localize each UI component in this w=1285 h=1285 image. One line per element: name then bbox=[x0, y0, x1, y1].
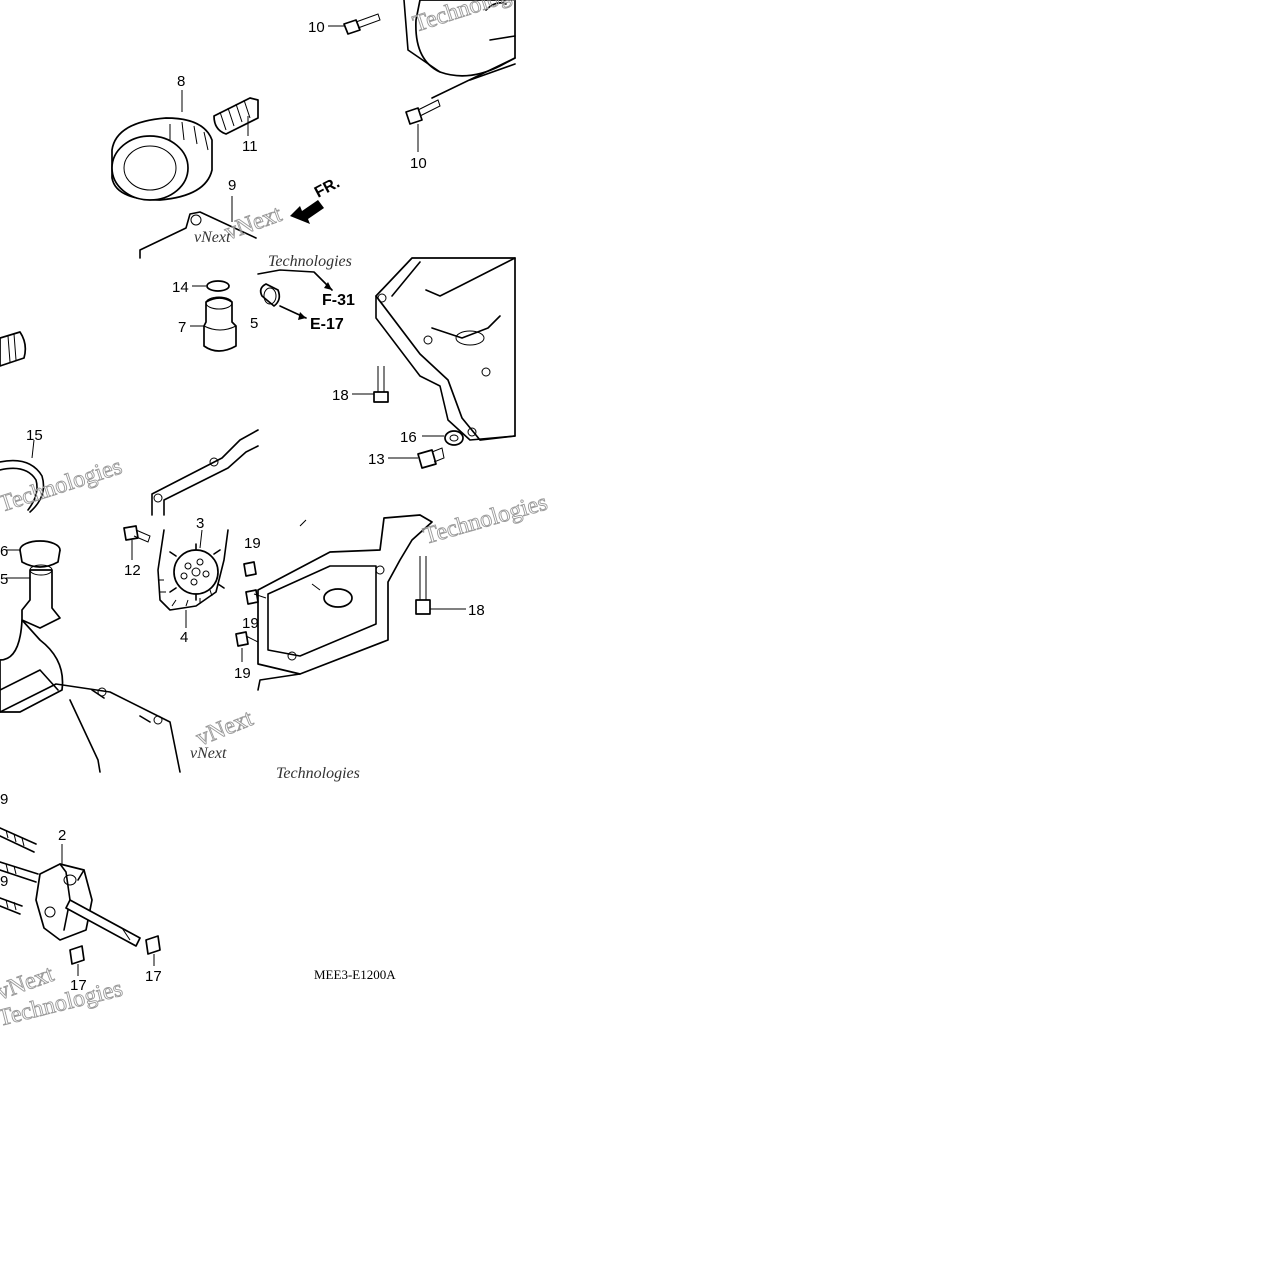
bolt bbox=[343, 13, 381, 35]
bolt bbox=[415, 556, 431, 615]
callout-14: 14 bbox=[172, 279, 189, 296]
panel-lower-left: 6 5 12 3 4 vNext vNext bbox=[0, 515, 257, 773]
callout-2: 2 bbox=[58, 827, 66, 844]
front-label: FR. bbox=[312, 174, 343, 201]
panel-bottom: 9 2 9 17 17 MEE3-E1200A vNext Technologi… bbox=[0, 791, 396, 1032]
callout-18-lower: 18 bbox=[468, 602, 485, 619]
reference-f31: F-31 bbox=[322, 292, 355, 309]
oil-jet bbox=[203, 296, 237, 352]
panel-middle-left: 14 7 15 Technologies bbox=[0, 279, 259, 518]
callout-11: 11 bbox=[242, 138, 258, 155]
o-ring bbox=[206, 280, 230, 292]
callout-4: 4 bbox=[180, 629, 188, 646]
callout-7: 7 bbox=[178, 319, 186, 336]
oil-strainer bbox=[0, 564, 64, 713]
panel-middle-right: F-31 E-17 5 18 bbox=[250, 253, 516, 469]
callout-3: 3 bbox=[196, 515, 204, 532]
bolt bbox=[123, 525, 151, 543]
callout-15: 15 bbox=[26, 427, 43, 444]
stud bbox=[213, 97, 259, 135]
callout-17-left: 17 bbox=[70, 977, 87, 994]
callout-9-fragment-upper: 9 bbox=[0, 791, 8, 808]
callout-10-lower: 10 bbox=[410, 155, 427, 172]
callout-19-fragment: 19 bbox=[244, 535, 261, 552]
panel-lower-right: 19 19 19 18 Technologies Technologies bbox=[234, 489, 551, 782]
dowel-pin bbox=[145, 935, 161, 955]
callout-19-lower: 19 bbox=[234, 665, 251, 682]
oil-filter bbox=[111, 117, 213, 201]
watermark-brand: vNext bbox=[221, 201, 285, 246]
front-arrow-icon bbox=[290, 200, 324, 224]
callout-13: 13 bbox=[368, 451, 385, 468]
bolt bbox=[235, 561, 267, 647]
drain-bolt bbox=[417, 447, 445, 469]
callout-5: 5 bbox=[0, 571, 8, 588]
dowel-pin bbox=[69, 945, 85, 965]
oil-pan-cover bbox=[257, 514, 433, 691]
oil-pan bbox=[375, 257, 516, 441]
callout-10-upper: 10 bbox=[308, 19, 325, 36]
callout-12: 12 bbox=[124, 562, 141, 579]
oil-pump bbox=[35, 863, 93, 941]
callout-8: 8 bbox=[177, 73, 185, 90]
drawing-code: MEE3-E1200A bbox=[314, 967, 396, 982]
sprocket bbox=[169, 543, 225, 601]
callout-5-fragment: 5 bbox=[250, 315, 258, 332]
reference-e17: E-17 bbox=[310, 316, 344, 333]
callout-18-upper: 18 bbox=[332, 387, 349, 404]
callout-9-fragment-lower: 9 bbox=[0, 873, 8, 890]
callout-19-middle: 19 bbox=[242, 615, 259, 632]
callout-16: 16 bbox=[400, 429, 417, 446]
watermark-company-label: Technologies bbox=[276, 765, 360, 782]
watermark-brand-label: vNext bbox=[190, 745, 227, 762]
filler-cap bbox=[19, 540, 61, 568]
watermark-brand-label: vNext bbox=[194, 229, 231, 246]
bolt bbox=[373, 366, 389, 403]
watermark-company-label: Technologies bbox=[268, 253, 352, 270]
watermark-company: Technologies bbox=[420, 490, 550, 550]
bolt bbox=[405, 99, 441, 125]
callout-17-right: 17 bbox=[145, 968, 162, 985]
watermark-company: Technologies bbox=[0, 454, 125, 518]
callout-9-top: 9 bbox=[228, 177, 236, 194]
panel-top: FR. 10 10 8 11 9 Technologies vNext vNex… bbox=[111, 0, 540, 259]
washer bbox=[444, 430, 464, 446]
callout-6: 6 bbox=[0, 543, 8, 560]
